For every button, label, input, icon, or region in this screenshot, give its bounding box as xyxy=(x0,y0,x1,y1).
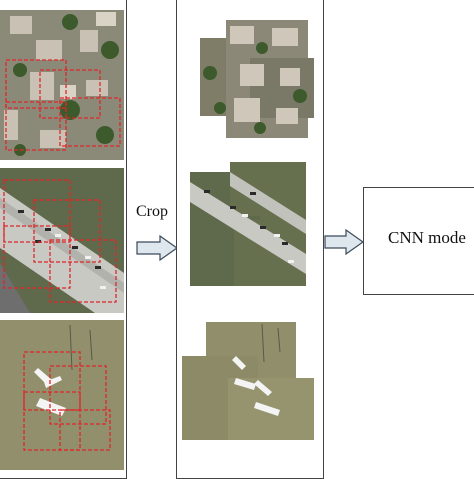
residential-aerial-image xyxy=(0,10,124,160)
highway-crop-patches xyxy=(190,162,310,288)
airfield-aerial-image xyxy=(0,320,124,470)
model-arrow-icon xyxy=(324,229,364,255)
highway-aerial-image xyxy=(0,168,124,313)
airfield-crop-patches xyxy=(182,322,318,440)
crop-label: Crop xyxy=(136,203,168,220)
cnn-model-box xyxy=(363,187,474,295)
crop-arrow-icon xyxy=(136,235,178,261)
cnn-model-label: CNN mode xyxy=(388,228,466,247)
residential-crop-patches xyxy=(190,18,318,142)
